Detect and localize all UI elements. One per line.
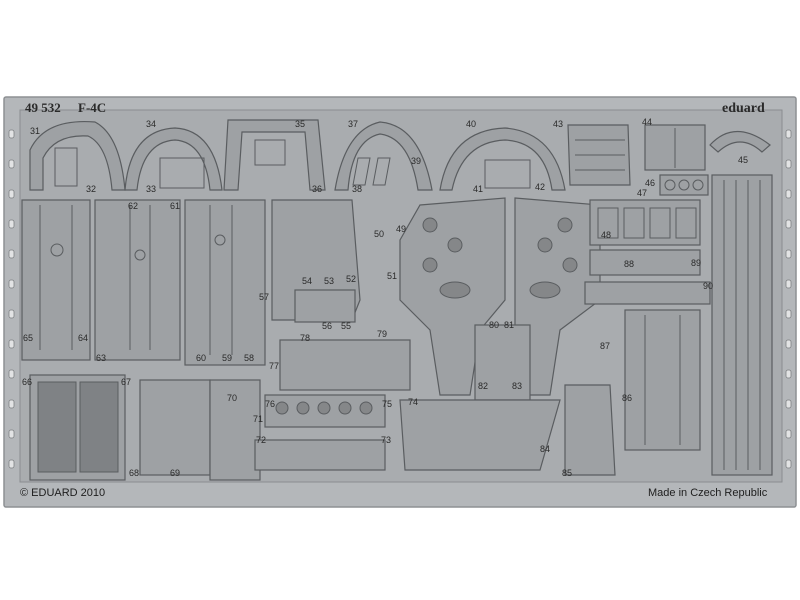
part-number: 58 <box>244 353 254 363</box>
origin-text: Made in Czech Republic <box>648 487 768 499</box>
part-number: 66 <box>22 377 32 387</box>
part-number: 63 <box>96 353 106 363</box>
part-number: 69 <box>170 468 180 478</box>
part-number: 59 <box>222 353 232 363</box>
part-number: 78 <box>300 333 310 343</box>
part-number: 55 <box>341 321 351 331</box>
top-part-details <box>54 128 676 189</box>
part-number: 62 <box>128 201 138 211</box>
part-number: 34 <box>146 119 156 129</box>
part-number: 48 <box>601 230 611 240</box>
part-number: 71 <box>253 414 263 424</box>
part-number: 81 <box>504 320 514 330</box>
part-number: 51 <box>387 271 397 281</box>
part-number: 82 <box>478 381 488 391</box>
part-number: 46 <box>645 178 655 188</box>
part-number: 45 <box>738 155 748 165</box>
model-name: F-4C <box>78 100 106 115</box>
right-side-details <box>597 179 761 470</box>
part-number: 57 <box>259 292 269 302</box>
part-number: 40 <box>466 119 476 129</box>
center-large-details <box>422 217 578 299</box>
part-number: 60 <box>196 353 206 363</box>
part-number: 80 <box>489 320 499 330</box>
part-number: 38 <box>352 184 362 194</box>
part-number: 88 <box>624 259 634 269</box>
part-number: 44 <box>642 117 652 127</box>
part-number: 84 <box>540 444 550 454</box>
part-number: 89 <box>691 258 701 268</box>
part-number: 50 <box>374 229 384 239</box>
part-number: 36 <box>312 184 322 194</box>
part-number: 42 <box>535 182 545 192</box>
part-number: 65 <box>23 333 33 343</box>
part-number: 41 <box>473 184 483 194</box>
part-number: 86 <box>622 393 632 403</box>
copyright-text: © EDUARD 2010 <box>20 487 105 499</box>
brand-logo: eduard <box>722 101 765 116</box>
mid-panel-parts <box>271 199 361 323</box>
part-number: 56 <box>322 321 332 331</box>
part-number: 52 <box>346 274 356 284</box>
part-number: 43 <box>553 119 563 129</box>
part-number: 75 <box>382 399 392 409</box>
mesh-panels <box>37 381 119 473</box>
part-number: 53 <box>324 276 334 286</box>
part-number: 68 <box>129 468 139 478</box>
fret-side-slots <box>8 129 792 469</box>
part-number: 54 <box>302 276 312 286</box>
part-number: 49 <box>396 224 406 234</box>
part-number: 31 <box>30 126 40 136</box>
part-number: 76 <box>265 399 275 409</box>
part-number: 37 <box>348 119 358 129</box>
part-number: 73 <box>381 435 391 445</box>
gauge-details <box>275 401 373 415</box>
part-number: 33 <box>146 184 156 194</box>
part-number-labels: 31 32 33 34 35 36 37 38 39 40 41 42 43 4… <box>22 117 748 478</box>
part-number: 64 <box>78 333 88 343</box>
part-number: 39 <box>411 156 421 166</box>
left-long-details <box>39 205 233 355</box>
part-number: 87 <box>600 341 610 351</box>
part-number: 85 <box>562 468 572 478</box>
part-number: 32 <box>86 184 96 194</box>
part-number: 77 <box>269 361 279 371</box>
part-number: 83 <box>512 381 522 391</box>
left-long-parts <box>21 199 266 366</box>
part-number: 74 <box>408 397 418 407</box>
part-number: 61 <box>170 201 180 211</box>
part-number: 90 <box>703 281 713 291</box>
part-number: 79 <box>377 329 387 339</box>
set-number: 49 532 <box>25 100 61 115</box>
part-number: 47 <box>637 188 647 198</box>
part-number: 35 <box>295 119 305 129</box>
part-number: 67 <box>121 377 131 387</box>
part-number: 72 <box>256 435 266 445</box>
part-number: 70 <box>227 393 237 403</box>
